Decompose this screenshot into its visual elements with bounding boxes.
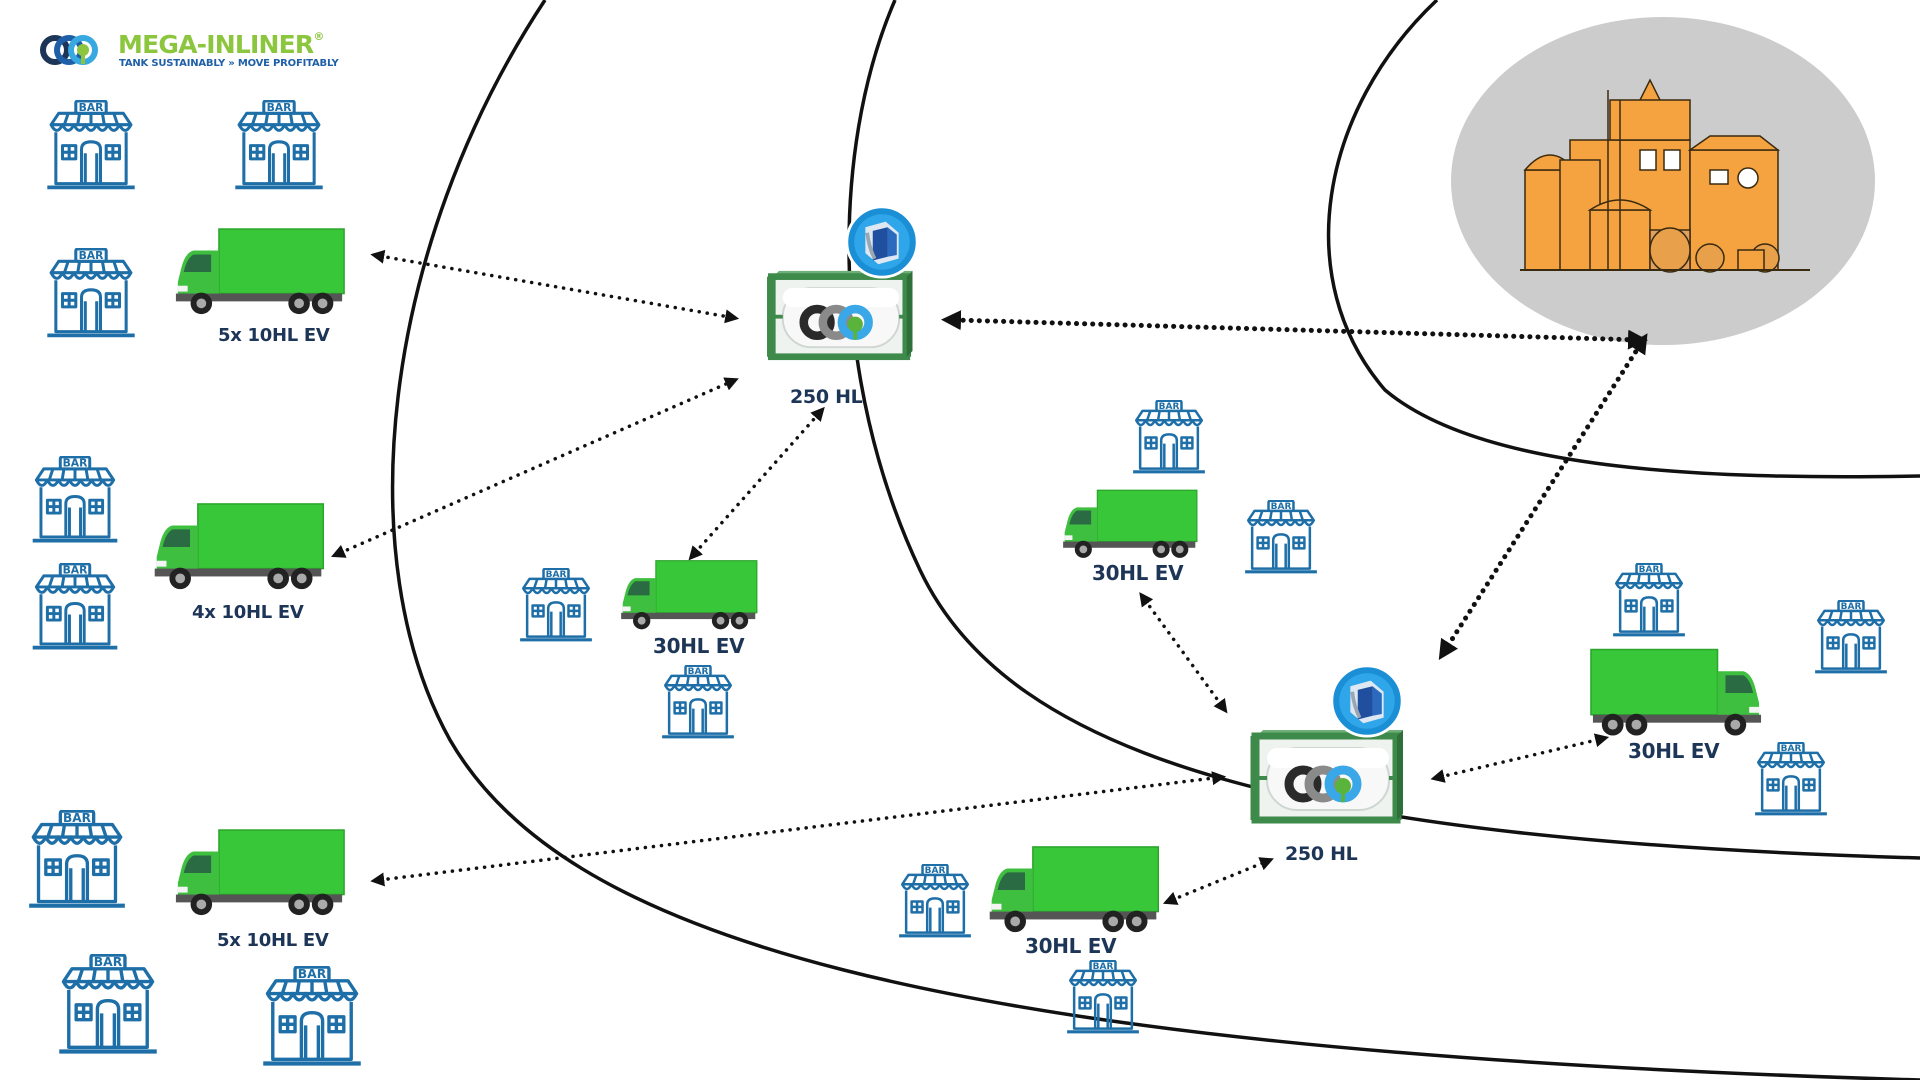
bar-sign-text: BAR — [688, 667, 709, 677]
tank-b-label: 250 HL — [1285, 843, 1358, 865]
link-truck6-tankB — [1162, 857, 1274, 905]
link-brewery-tankB — [1438, 333, 1648, 661]
bar-icon[interactable] — [263, 967, 361, 1063]
bar-sign-text: BAR — [546, 570, 567, 580]
truck-2-label: 4x 10HL EV — [192, 602, 304, 623]
tank-a-label: 250 HL — [790, 386, 863, 408]
logo-icon — [38, 30, 110, 70]
truck-6-label: 30HL EV — [1025, 934, 1117, 958]
link-truck4-tankA — [688, 406, 825, 561]
link-truck2-tankA — [331, 377, 739, 558]
bar-sign-text: BAR — [79, 101, 105, 114]
link-truck5-tankB — [1139, 592, 1228, 714]
bar-sign-text: BAR — [94, 955, 123, 969]
bar-sign-text: BAR — [63, 564, 89, 577]
brewery-icon — [1520, 78, 1810, 273]
bar-sign-text: BAR — [267, 101, 293, 114]
truck-2[interactable] — [153, 503, 325, 590]
link-truck7-tankB — [1430, 733, 1610, 783]
zone-curve-middle — [847, 0, 1920, 860]
logo-title: MEGA-INLINER® — [118, 30, 324, 59]
tank-b-badge-icon — [1330, 664, 1404, 738]
truck-5[interactable] — [1062, 489, 1198, 559]
bar-sign-text: BAR — [79, 249, 105, 262]
bar-sign-text: BAR — [1841, 602, 1862, 612]
truck-1[interactable] — [175, 228, 345, 315]
truck-7-label: 30HL EV — [1628, 739, 1720, 763]
bar-icon[interactable] — [29, 811, 125, 906]
bar-sign-text: BAR — [1093, 962, 1114, 972]
logo-tagline: TANK SUSTAINABLY » MOVE PROFITABLY — [119, 58, 339, 69]
bar-sign-text: BAR — [925, 866, 946, 876]
bar-sign-text: BAR — [63, 457, 89, 470]
bar-sign-text: BAR — [1159, 402, 1180, 412]
truck-5-label: 30HL EV — [1092, 561, 1184, 585]
truck-4-label: 30HL EV — [653, 634, 745, 658]
link-truck1-tankA — [370, 249, 740, 324]
truck-3-label: 5x 10HL EV — [217, 930, 329, 951]
truck-4[interactable] — [620, 560, 758, 630]
truck-3[interactable] — [175, 829, 345, 916]
bar-sign-text: BAR — [298, 967, 327, 981]
truck-1-label: 5x 10HL EV — [218, 325, 330, 346]
bar-sign-text: BAR — [1271, 502, 1292, 512]
connections — [331, 249, 1648, 905]
mega-inliner-logo: MEGA-INLINER® TANK SUSTAINABLY » MOVE PR… — [38, 28, 358, 72]
tank-a-badge-icon — [845, 205, 919, 279]
tank-a[interactable] — [771, 205, 919, 357]
truck-6[interactable] — [988, 846, 1160, 933]
brewery — [1451, 17, 1875, 345]
zone-curve-inner — [1326, 0, 1920, 479]
bar-sign-text: BAR — [63, 811, 92, 825]
bar-sign-text: BAR — [1781, 744, 1802, 754]
bar-sign-text: BAR — [1639, 565, 1660, 575]
truck-7[interactable] — [1590, 648, 1762, 737]
bar-icon[interactable] — [59, 955, 157, 1051]
tank-b[interactable] — [1255, 664, 1404, 820]
link-tankA-brewery — [941, 310, 1648, 350]
